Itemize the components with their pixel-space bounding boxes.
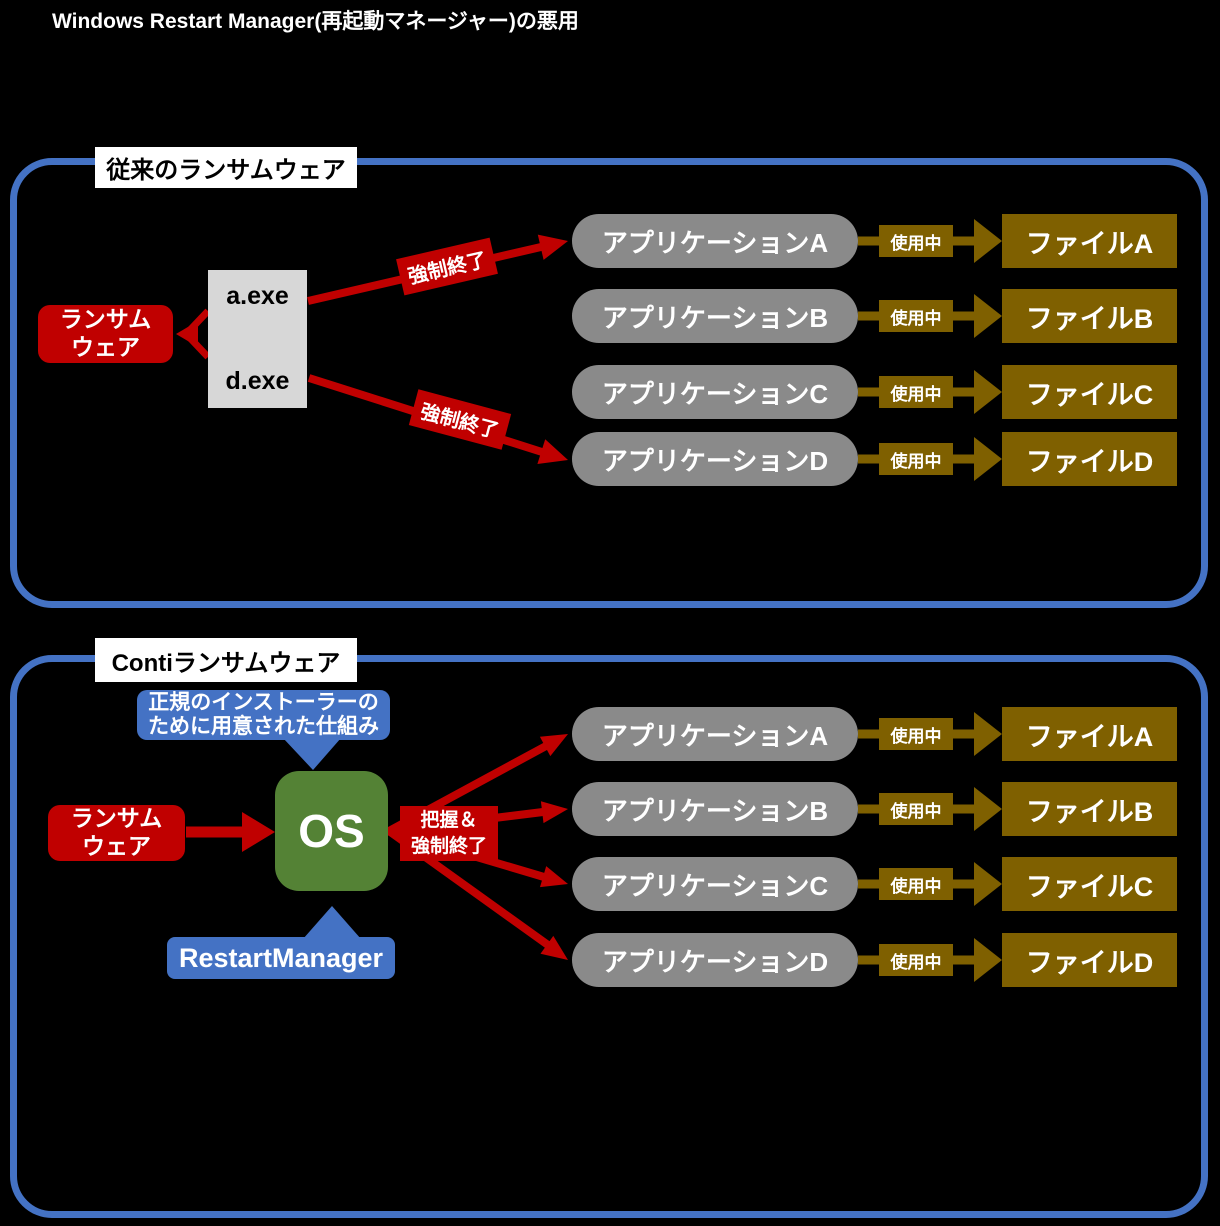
in-use-badge: 使用中 xyxy=(879,944,953,976)
panel-traditional xyxy=(10,158,1208,608)
app-box: アプリケーションC xyxy=(572,365,858,419)
file-box: ファイルD xyxy=(1002,933,1177,987)
ransomware-label-line1: ランサム xyxy=(59,306,152,333)
os-box: OS xyxy=(275,771,388,891)
ransomware-label-line1: ランサム xyxy=(70,805,163,832)
app-box: アプリケーションD xyxy=(572,933,858,987)
callout-line2: ために用意された仕組み xyxy=(148,715,379,738)
panel-label-traditional: 従来のランサムウェア xyxy=(95,147,357,188)
grasp-kill-line2: 強制終了 xyxy=(410,835,487,857)
file-box: ファイルC xyxy=(1002,857,1177,911)
ransomware-label-line2: ウェア xyxy=(81,833,151,859)
exe-bottom-label: d.exe xyxy=(225,367,290,395)
app-box: アプリケーションB xyxy=(572,289,858,343)
app-box: アプリケーションA xyxy=(572,707,858,761)
ransomware-box: ランサム ウェア xyxy=(48,805,185,861)
in-use-badge: 使用中 xyxy=(879,376,953,408)
callout-line1: 正規のインストーラーの xyxy=(148,690,379,714)
restart-manager-callout: RestartManager xyxy=(167,937,395,979)
in-use-badge: 使用中 xyxy=(879,793,953,825)
file-box: ファイルA xyxy=(1002,214,1177,268)
grasp-kill-line1: 把握＆ xyxy=(420,809,478,831)
app-box: アプリケーションC xyxy=(572,857,858,911)
panel-conti xyxy=(10,655,1208,1218)
file-box: ファイルD xyxy=(1002,432,1177,486)
ransomware-box: ランサム ウェア xyxy=(38,305,173,363)
ransomware-label-line2: ウェア xyxy=(70,334,140,360)
diagram-title: Windows Restart Manager(再起動マネージャー)の悪用 xyxy=(52,10,579,33)
in-use-badge: 使用中 xyxy=(879,300,953,332)
in-use-badge: 使用中 xyxy=(879,225,953,257)
file-box: ファイルB xyxy=(1002,782,1177,836)
in-use-badge: 使用中 xyxy=(879,868,953,900)
in-use-badge: 使用中 xyxy=(879,718,953,750)
file-box: ファイルC xyxy=(1002,365,1177,419)
app-box: アプリケーションD xyxy=(572,432,858,486)
file-box: ファイルB xyxy=(1002,289,1177,343)
legit-installer-callout: 正規のインストーラーの ために用意された仕組み xyxy=(137,690,390,740)
in-use-badge: 使用中 xyxy=(879,443,953,475)
panel-label-conti: Contiランサムウェア xyxy=(95,638,357,682)
exe-box: a.exe d.exe xyxy=(208,270,307,408)
app-box: アプリケーションB xyxy=(572,782,858,836)
app-box: アプリケーションA xyxy=(572,214,858,268)
exe-top-label: a.exe xyxy=(226,282,289,310)
grasp-kill-label: 把握＆ 強制終了 xyxy=(400,806,498,861)
file-box: ファイルA xyxy=(1002,707,1177,761)
